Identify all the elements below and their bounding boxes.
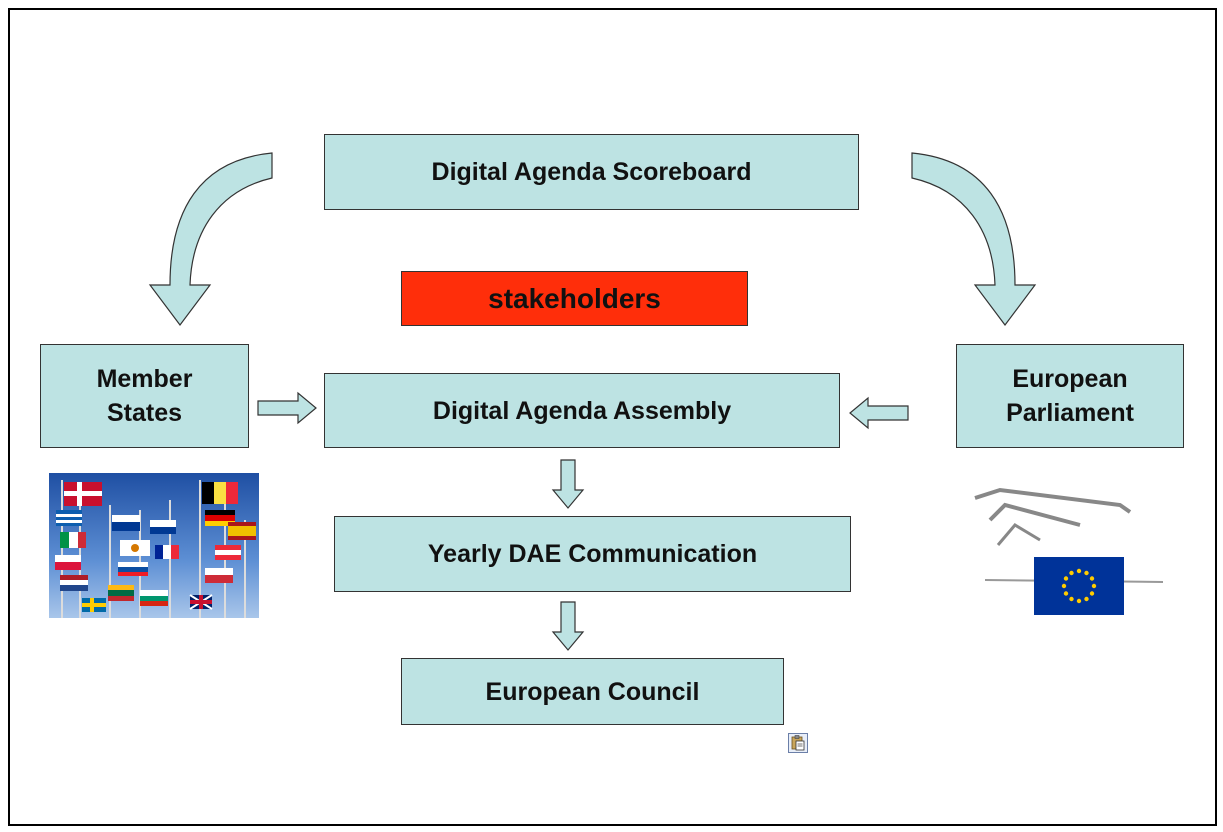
node-communication: Yearly DAE Communication — [334, 516, 851, 592]
node-parliament: European Parliament — [956, 344, 1184, 448]
arrow-assembly-to-communication — [551, 459, 585, 509]
node-member-states-label: Member States — [96, 365, 193, 427]
node-assembly: Digital Agenda Assembly — [324, 373, 840, 448]
curved-arrow-right — [911, 152, 1037, 326]
arrow-communication-to-council — [551, 601, 585, 651]
node-member-states: Member States — [40, 344, 249, 448]
node-council: European Council — [401, 658, 784, 725]
node-council-label: European Council — [485, 677, 700, 706]
node-stakeholders-label: stakeholders — [488, 282, 661, 314]
node-scoreboard-label: Digital Agenda Scoreboard — [431, 158, 752, 186]
node-parliament-label: European Parliament — [1006, 365, 1134, 427]
node-communication-label: Yearly DAE Communication — [427, 540, 758, 568]
arrow-parliament-to-assembly — [849, 396, 909, 430]
arrow-member-to-assembly — [257, 391, 317, 425]
node-assembly-label: Digital Agenda Assembly — [432, 396, 732, 425]
node-scoreboard: Digital Agenda Scoreboard — [324, 134, 859, 210]
curved-arrow-left — [148, 152, 273, 326]
node-stakeholders: stakeholders — [401, 271, 748, 326]
paste-options-icon[interactable] — [788, 733, 808, 753]
